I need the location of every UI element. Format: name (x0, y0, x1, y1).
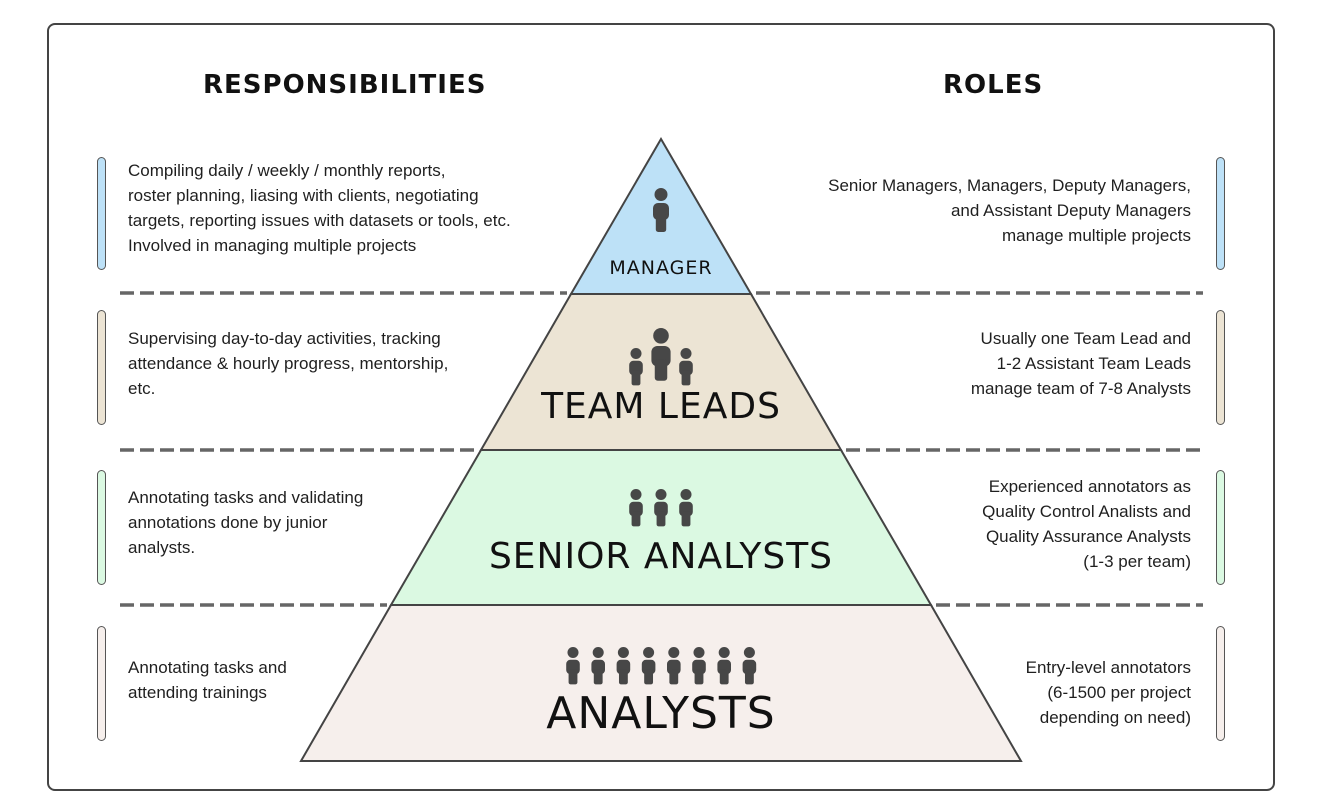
responsibility-line: annotations done by junior (128, 513, 328, 532)
tier-shape-analysts (299, 604, 1023, 762)
responsibility-line: Compiling daily / weekly / monthly repor… (128, 161, 446, 180)
responsibilities-team-leads: Supervising day-to-day activities, track… (128, 326, 448, 401)
responsibility-line: attendance & hourly progress, mentorship… (128, 354, 449, 373)
role-line: Quality Assurance Analysts (985, 527, 1191, 546)
roles-manager: Senior Managers, Managers, Deputy Manage… (828, 173, 1191, 248)
roles-header: ROLES (943, 70, 1044, 100)
person-icon (742, 647, 757, 685)
responsibilities-senior-analysts: Annotating tasks and validating annotati… (128, 485, 363, 560)
responsibility-line: Involved in managing multiple projects (128, 236, 417, 255)
role-line: manage team of 7-8 Analysts (970, 379, 1191, 398)
responsibility-line: Annotating tasks and validating (128, 488, 364, 507)
person-icon (629, 489, 643, 527)
diagram-frame (47, 23, 1275, 791)
responsibility-line: roster planning, liasing with clients, n… (128, 186, 479, 205)
role-line: Quality Control Analists and (982, 502, 1191, 521)
role-line: depending on need) (1039, 708, 1191, 727)
responsibility-line: Supervising day-to-day activities, track… (128, 329, 441, 348)
responsibility-line: Annotating tasks and (128, 658, 287, 677)
role-line: (1-3 per team) (1083, 552, 1191, 571)
tier-label-manager: MANAGER (609, 257, 713, 279)
person-icon (654, 489, 668, 527)
person-icon (653, 188, 669, 232)
person-icon (641, 647, 656, 685)
person-icon (629, 348, 643, 386)
person-icon (566, 647, 580, 685)
roles-analysts: Entry-level annotators (6-1500 per proje… (1026, 655, 1191, 730)
right-bar-analysts (1216, 626, 1225, 741)
left-bar-analysts (97, 626, 106, 741)
left-bar-senior-analysts (97, 470, 106, 585)
person-icon (616, 647, 631, 685)
roles-team-leads: Usually one Team Lead and 1-2 Assistant … (971, 326, 1191, 401)
role-line: Experienced annotators as (988, 477, 1191, 496)
tier-dividers (120, 291, 1203, 607)
role-line: Usually one Team Lead and (980, 329, 1191, 348)
responsibility-line: analysts. (128, 538, 196, 557)
tier-label-analysts: ANALYSTS (546, 688, 776, 739)
right-bar-team-leads (1216, 310, 1225, 425)
responsibility-line: targets, reporting issues with datasets … (128, 211, 511, 230)
role-line: and Assistant Deputy Managers (950, 201, 1191, 220)
person-icon (692, 647, 706, 685)
tier-label-team-leads: TEAM LEADS (541, 386, 781, 427)
right-bar-senior-analysts (1216, 470, 1225, 585)
role-line: (6-1500 per project (1047, 683, 1191, 702)
left-bar-team-leads (97, 310, 106, 425)
person-icon (591, 647, 605, 685)
left-bar-manager (97, 157, 106, 270)
responsibility-line: etc. (128, 379, 156, 398)
tier-shapes (299, 137, 1023, 762)
person-icon (651, 328, 671, 381)
responsibility-line: attending trainings (128, 683, 267, 702)
person-icons (566, 188, 757, 685)
person-icon (679, 489, 693, 527)
responsibilities-manager: Compiling daily / weekly / monthly repor… (128, 158, 511, 258)
role-line: Senior Managers, Managers, Deputy Manage… (828, 176, 1191, 195)
responsibilities-analysts: Annotating tasks and attending trainings (128, 655, 287, 705)
person-icon (667, 647, 681, 685)
role-line: 1-2 Assistant Team Leads (996, 354, 1191, 373)
role-line: Entry-level annotators (1025, 658, 1191, 677)
person-icon (717, 647, 731, 685)
role-line: manage multiple projects (1002, 226, 1191, 245)
responsibilities-header: RESPONSIBILITIES (203, 70, 487, 100)
roles-senior-analysts: Experienced annotators as Quality Contro… (982, 474, 1191, 574)
person-icon (679, 348, 693, 386)
tier-shape-senior-analysts (389, 449, 933, 606)
right-bar-manager (1216, 157, 1225, 270)
tier-label-senior-analysts: SENIOR ANALYSTS (488, 536, 834, 577)
